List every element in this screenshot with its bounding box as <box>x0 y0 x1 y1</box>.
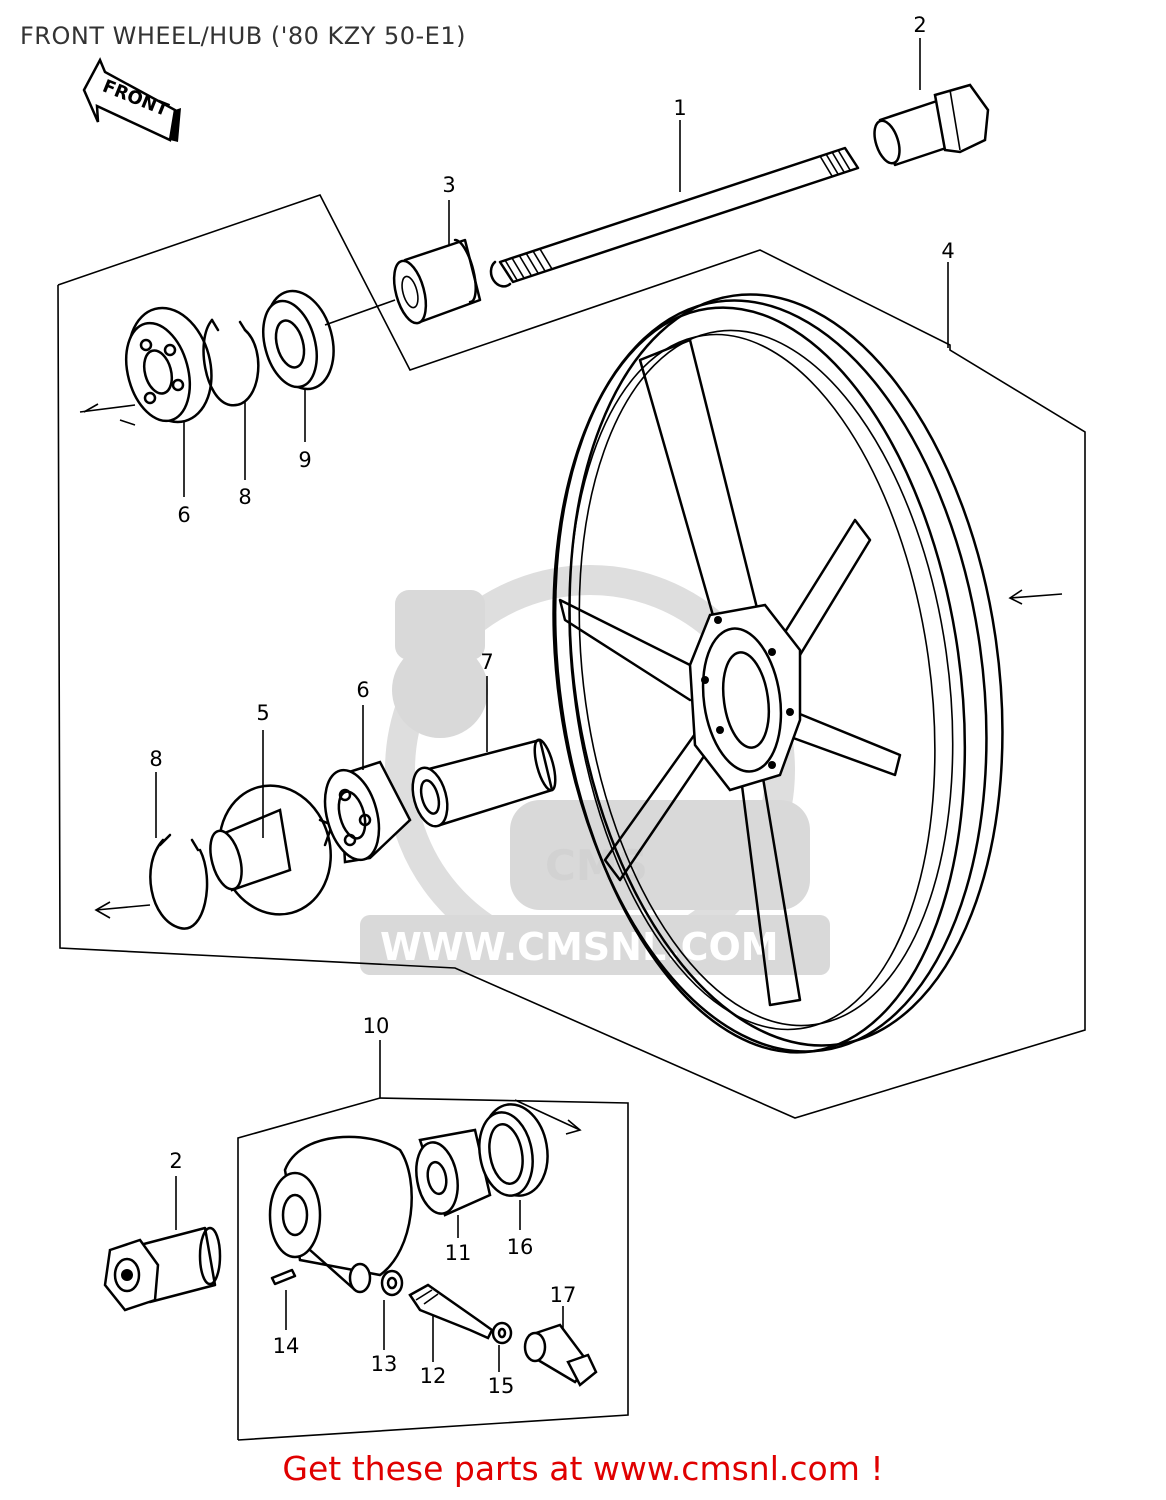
callout-6-top: 6 <box>177 503 190 527</box>
callout-10: 10 <box>363 1014 390 1038</box>
cmsnl-watermark: CMS WWW.CMSNL.COM <box>360 565 830 975</box>
callout-5: 5 <box>256 701 269 725</box>
callout-8-top: 8 <box>238 485 251 509</box>
callout-7: 7 <box>480 650 493 674</box>
axle-nut-bottom <box>103 1226 222 1312</box>
axis-line-upper <box>324 299 396 326</box>
callout-14: 14 <box>273 1334 300 1358</box>
washer-13 <box>380 1269 404 1297</box>
speedometer-pinion-gear <box>415 1128 492 1217</box>
callout-13: 13 <box>371 1352 398 1376</box>
axis-arrow-lower <box>514 1099 582 1135</box>
callout-1: 1 <box>673 96 686 120</box>
callout-17: 17 <box>550 1283 577 1307</box>
callout-2-bottom: 2 <box>169 1149 182 1173</box>
front-axle <box>489 146 860 288</box>
axis-arrow-middle-left <box>94 901 151 919</box>
callout-4: 4 <box>941 239 954 263</box>
axis-arrow-upper-left <box>79 403 136 426</box>
speedometer-drive-gear <box>408 1283 494 1340</box>
circlip-upper <box>202 318 260 407</box>
grease-seal-lower <box>478 1103 549 1197</box>
axle-nut-top <box>873 83 990 167</box>
ball-bearing-upper <box>125 306 213 424</box>
collar <box>392 238 482 325</box>
callout-16: 16 <box>507 1235 534 1259</box>
grease-seal-upper <box>262 289 335 391</box>
callout-12: 12 <box>420 1364 447 1388</box>
callout-9: 9 <box>298 448 311 472</box>
distance-collar <box>411 738 557 828</box>
callout-6-mid: 6 <box>356 678 369 702</box>
callout-8-mid: 8 <box>149 747 162 771</box>
speedometer-gear-housing <box>268 1135 413 1294</box>
ball-bearing-middle <box>323 760 412 864</box>
callout-2-top: 2 <box>913 13 926 37</box>
axis-arrow-right <box>1008 589 1063 605</box>
front-direction-arrow: FRONT <box>82 57 181 142</box>
upper-group-outline <box>57 194 1086 1119</box>
pin-14 <box>270 1268 297 1286</box>
cast-wheel <box>552 293 1004 1054</box>
get-parts-link[interactable]: Get these parts at www.cmsnl.com ! <box>282 1449 884 1488</box>
watermark-url-text: WWW.CMSNL.COM <box>380 925 779 969</box>
page-title: FRONT WHEEL/HUB ('80 KZY 50-E1) <box>20 22 466 50</box>
callout-15: 15 <box>488 1374 515 1398</box>
circlip-middle <box>149 833 209 930</box>
washer-15 <box>491 1321 513 1345</box>
lower-group-outline <box>237 1097 629 1441</box>
speedometer-cable-bushing <box>523 1323 598 1387</box>
callout-11: 11 <box>445 1241 472 1265</box>
speedometer-gear-housing-plate <box>209 784 334 916</box>
callout-3: 3 <box>442 173 455 197</box>
